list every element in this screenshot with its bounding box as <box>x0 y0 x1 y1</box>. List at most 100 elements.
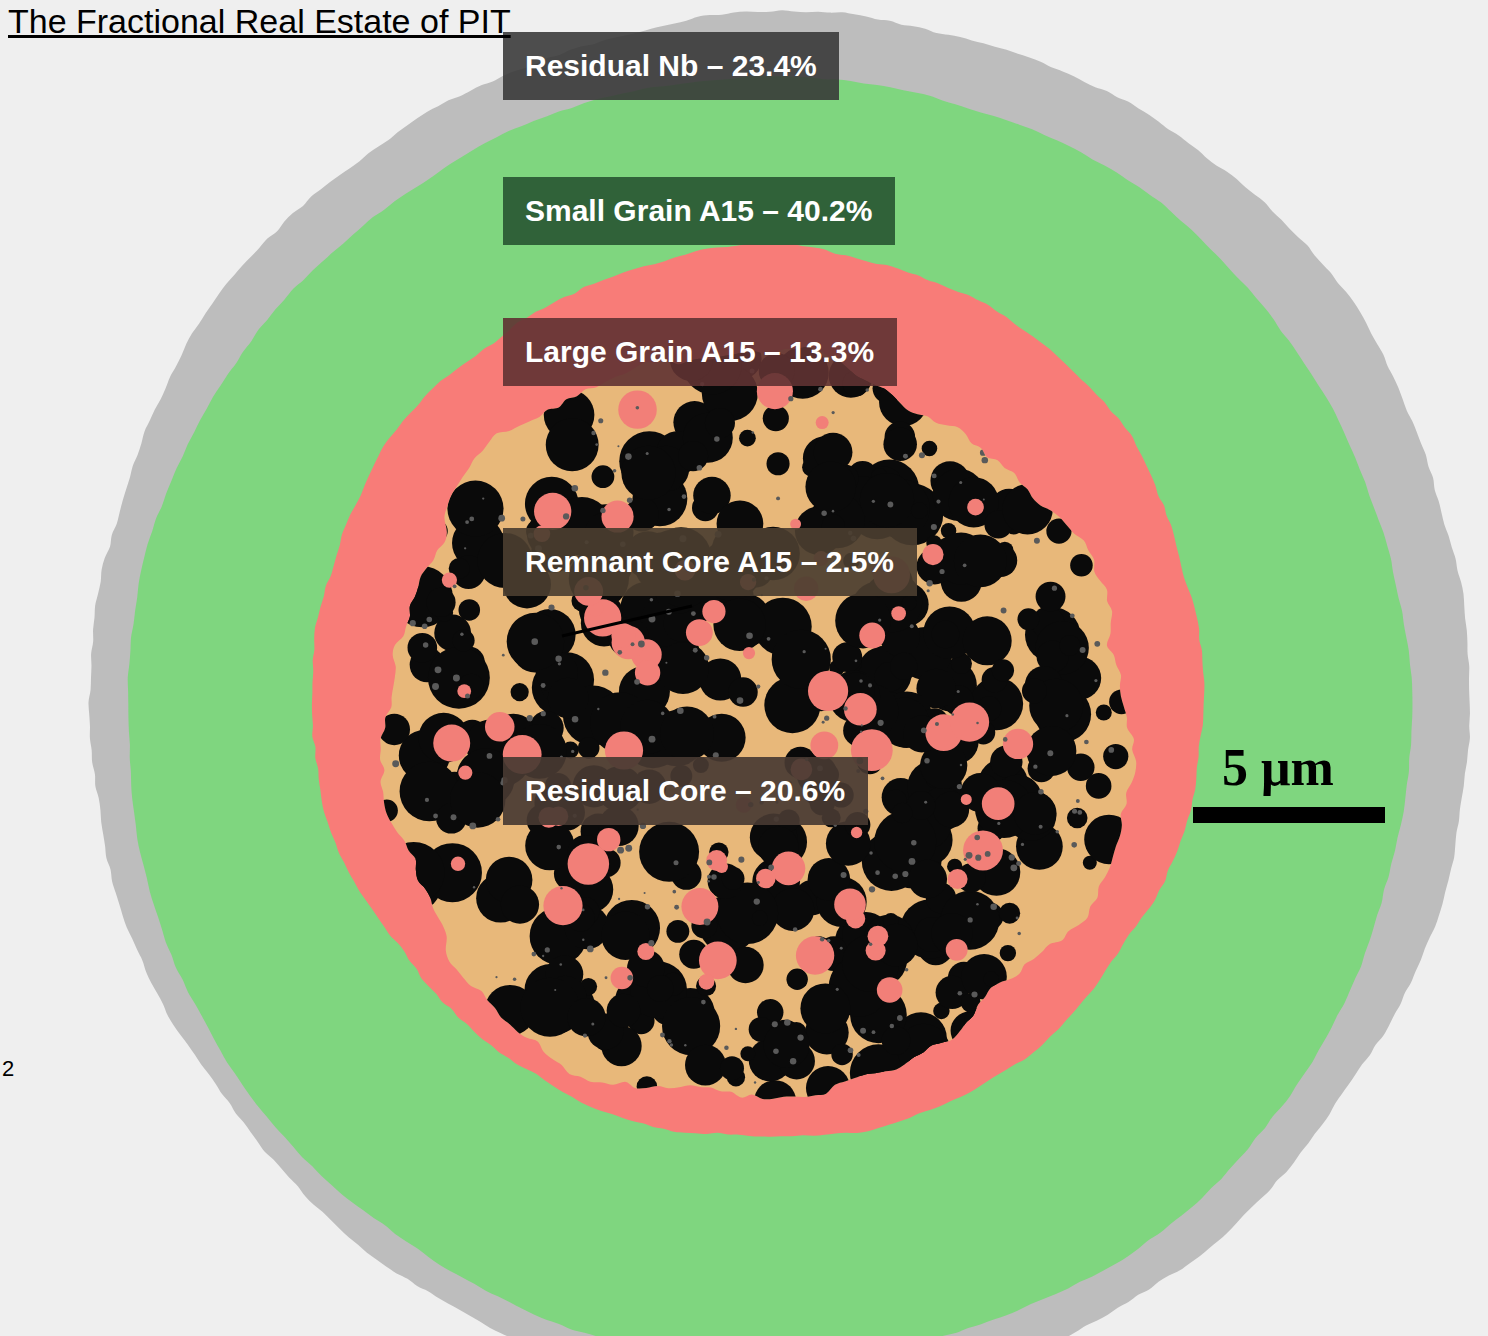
speck <box>1094 679 1097 682</box>
residual-core-blob <box>607 994 641 1028</box>
large-grain-spot <box>891 606 906 621</box>
slide-title: The Fractional Real Estate of PIT <box>8 2 511 41</box>
speck <box>542 955 544 957</box>
speck <box>697 465 703 471</box>
speck <box>909 858 916 865</box>
residual-core-blob <box>786 969 807 990</box>
speck <box>670 1043 673 1046</box>
speck <box>902 871 908 877</box>
speck <box>818 387 823 392</box>
residual-core-blob <box>452 629 474 651</box>
large-grain-spot <box>702 600 725 623</box>
speck <box>711 874 717 880</box>
speck <box>460 632 463 635</box>
speck <box>752 431 755 434</box>
speck <box>693 648 698 653</box>
residual-core-blob <box>1096 705 1112 721</box>
speck <box>1047 750 1053 756</box>
residual-core-blob <box>831 1044 852 1065</box>
speck <box>768 865 774 871</box>
speck <box>1077 810 1082 815</box>
residual-core-blob <box>685 1045 726 1086</box>
speck <box>951 713 954 716</box>
speck <box>939 569 944 574</box>
small-grain-ring <box>128 76 1413 1336</box>
speck <box>869 851 873 855</box>
speck <box>618 898 620 900</box>
speck <box>625 453 632 460</box>
speck <box>469 517 474 522</box>
speck <box>832 411 835 414</box>
speck <box>600 508 605 513</box>
speck <box>541 711 546 716</box>
speck <box>822 721 825 724</box>
speck <box>982 457 988 463</box>
speck <box>737 697 744 704</box>
residual-core-blob <box>983 971 998 986</box>
speck <box>971 991 977 997</box>
speck <box>555 656 561 662</box>
large-grain-spot <box>796 936 834 974</box>
large-grain-spot <box>963 831 1003 871</box>
residual-core-blob <box>1000 945 1016 961</box>
speck <box>1094 641 1100 647</box>
speck <box>820 937 824 941</box>
speck <box>706 860 712 866</box>
speck <box>613 469 617 473</box>
speck <box>684 1044 686 1046</box>
speck <box>890 1024 895 1029</box>
residual-core-blob <box>1002 484 1052 534</box>
speck <box>605 976 608 979</box>
residual-core-blob <box>376 799 398 821</box>
residual-core-blob <box>647 975 674 1002</box>
speck <box>974 835 980 841</box>
speck <box>572 716 579 723</box>
residual-core-blob <box>740 1046 755 1061</box>
speck <box>617 847 624 854</box>
speck <box>410 620 416 626</box>
speck <box>824 716 829 721</box>
speck <box>958 991 963 996</box>
large-grain-spot <box>457 684 471 698</box>
speck <box>869 886 875 892</box>
residual-core-blob <box>426 588 455 617</box>
residual-core-blob <box>1017 608 1039 630</box>
speck <box>464 547 466 549</box>
speck <box>527 715 533 721</box>
speck <box>392 760 399 767</box>
speck <box>627 497 633 503</box>
speck <box>714 436 719 441</box>
large-grain-spot <box>810 731 838 759</box>
residual-core-blob <box>408 633 438 663</box>
speck <box>435 666 442 673</box>
speck <box>433 814 438 819</box>
speck <box>984 997 986 999</box>
residual-core-blob <box>548 678 589 719</box>
large-grain-spot <box>681 888 718 925</box>
speck <box>897 1015 903 1021</box>
residual-core-blob <box>1084 815 1134 865</box>
speck <box>821 511 826 516</box>
speck <box>746 632 753 639</box>
speck <box>911 840 916 845</box>
speck <box>756 684 760 688</box>
residual-core-blob <box>908 860 947 899</box>
speck <box>1052 586 1057 591</box>
large-grain-spot <box>967 499 984 516</box>
speck <box>924 801 927 804</box>
speck <box>1017 932 1020 935</box>
residual-core-blob <box>932 620 960 648</box>
speck <box>892 873 898 879</box>
speck <box>677 707 684 714</box>
residual-core-blob <box>546 418 599 471</box>
speck <box>556 845 561 850</box>
speck <box>541 683 546 688</box>
residual-core-blob <box>507 613 564 670</box>
speck <box>563 513 569 519</box>
speck <box>897 1015 902 1020</box>
speck <box>704 918 711 925</box>
residual-core-blob <box>501 885 539 923</box>
speck <box>976 903 979 906</box>
speck <box>724 1046 729 1051</box>
page-number: 2 <box>2 1056 14 1082</box>
